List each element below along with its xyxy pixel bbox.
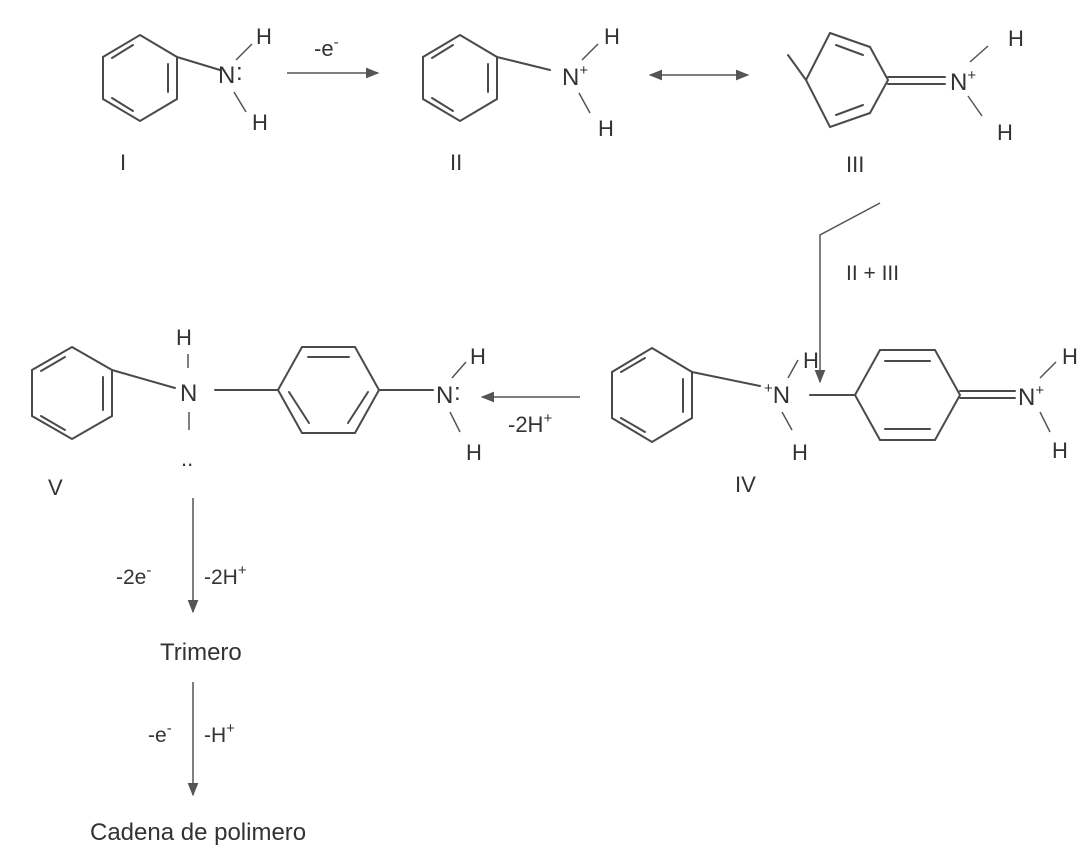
compound-iv-n2: N+ bbox=[1018, 382, 1044, 411]
compound-ii-nitrogen: N+ bbox=[562, 62, 588, 91]
compound-ii-nh-bond-top bbox=[581, 43, 599, 61]
compound-v-n2-h-bond-top bbox=[451, 361, 467, 379]
compound-iv-double-bond bbox=[620, 357, 646, 373]
compound-v: H N .. N : H H V bbox=[31, 325, 486, 500]
compound-v-double-bond bbox=[288, 391, 310, 424]
compound-i-lone-pair: : bbox=[236, 59, 243, 86]
arrow-coupling-label: II + III bbox=[846, 262, 899, 285]
compound-v-dots: .. bbox=[181, 446, 193, 471]
arrow-to-trimer-left-label: -2e- bbox=[116, 562, 151, 589]
compound-ii-nh-bond-bottom bbox=[578, 92, 591, 114]
compound-iii-quinoid-ring bbox=[804, 32, 890, 129]
trimer-label: Trimero bbox=[160, 639, 242, 666]
compound-iv-label: IV bbox=[735, 472, 756, 497]
compound-i: N : H H I bbox=[102, 24, 272, 175]
compound-ii-double-bond bbox=[431, 97, 454, 112]
arrow-oxidation-label: -e- bbox=[314, 34, 339, 61]
compound-iv-n2-h-bond-bottom bbox=[1039, 411, 1051, 433]
compound-ii-label: II bbox=[450, 150, 462, 175]
compound-i-benzene-ring bbox=[102, 33, 178, 123]
compound-iii-label: III bbox=[846, 152, 864, 177]
compound-iv-n2-h-bottom: H bbox=[1052, 438, 1068, 463]
compound-v-nh-h: H bbox=[176, 325, 192, 350]
compound-ii: N+ H H II bbox=[422, 24, 620, 175]
arrow-to-polymer-left-label: -e- bbox=[148, 720, 172, 747]
compound-ii-h-top: H bbox=[604, 24, 620, 49]
compound-iv-n1-h-bottom: H bbox=[792, 440, 808, 465]
arrow-to-polymer-right-label: -H+ bbox=[204, 720, 235, 747]
compound-v-n2-h-bond-bottom bbox=[449, 411, 461, 433]
compound-iv-n1: +N bbox=[764, 380, 790, 409]
compound-ii-h-bottom: H bbox=[598, 116, 614, 141]
polymer-label: Cadena de polimero bbox=[90, 819, 306, 846]
compound-iv-c-n-bond bbox=[691, 371, 761, 387]
arrow-to-trimer-right-label: -2H+ bbox=[204, 562, 247, 589]
compound-iii: N+ H H III bbox=[787, 26, 1024, 177]
arrow-deprotonation-label: -2H+ bbox=[508, 410, 552, 437]
compound-iii-nh-bond-top bbox=[969, 45, 989, 63]
compound-i-nh-bond-top bbox=[235, 43, 253, 61]
compound-iv-n1-h-top: H bbox=[803, 348, 819, 373]
compound-ii-c-n-bond bbox=[496, 56, 551, 71]
compound-v-label: V bbox=[48, 475, 63, 500]
compound-iv: +N H H N+ H H IV bbox=[611, 344, 1078, 497]
compound-iv-n1-h-bond-top bbox=[787, 359, 799, 379]
compound-iii-radical-bond bbox=[787, 54, 807, 81]
compound-iv-n1-h-bond-bottom bbox=[781, 411, 793, 431]
compound-iii-double-bond bbox=[835, 44, 864, 56]
compound-iv-quinoid-ring bbox=[854, 349, 962, 441]
compound-iii-double-bond bbox=[835, 104, 864, 116]
compound-i-nh-bond-bottom bbox=[233, 91, 247, 113]
compound-v-nitrogen: N bbox=[180, 380, 197, 407]
compound-ii-benzene-ring bbox=[422, 33, 498, 123]
compound-ii-double-bond bbox=[431, 44, 454, 59]
compound-v-benzene-ring-right bbox=[276, 346, 381, 434]
compound-v-n2-h-top: H bbox=[470, 344, 486, 369]
compound-v-double-bond bbox=[347, 391, 369, 424]
compound-i-h-top: H bbox=[256, 24, 272, 49]
compound-iii-h-bottom: H bbox=[997, 120, 1013, 145]
compound-v-double-bond bbox=[40, 356, 66, 372]
arrow-coupling-line bbox=[814, 202, 881, 384]
compound-v-n2-h-bottom: H bbox=[466, 440, 482, 465]
compound-iii-nitrogen: N+ bbox=[950, 67, 976, 96]
compound-i-label: I bbox=[120, 150, 126, 175]
compound-v-benzene-ring-left bbox=[31, 345, 113, 441]
arrow-deprotonation: -2H+ bbox=[480, 391, 580, 437]
compound-v-n2: N bbox=[436, 382, 453, 409]
compound-iv-n2-h-bond-top bbox=[1039, 361, 1057, 379]
compound-iv-benzene-ring bbox=[611, 346, 693, 444]
compound-iv-double-bond bbox=[620, 417, 646, 433]
compound-v-double-bond bbox=[40, 415, 66, 431]
compound-i-nitrogen: N bbox=[218, 62, 235, 89]
compound-i-h-bottom: H bbox=[252, 110, 268, 135]
compound-i-c-n-bond bbox=[176, 56, 221, 71]
compound-iv-n2-h-top: H bbox=[1062, 344, 1078, 369]
compound-iii-h-top: H bbox=[1008, 26, 1024, 51]
compound-iii-nh-bond-bottom bbox=[967, 95, 983, 117]
arrow-to-trimer: -2e- -2H+ bbox=[116, 498, 247, 614]
compound-v-lone-pair: : bbox=[454, 379, 461, 406]
arrow-coupling: II + III bbox=[814, 202, 899, 384]
arrow-to-polymer: -e- -H+ bbox=[148, 682, 235, 797]
compound-v-c-n-bond bbox=[111, 369, 176, 389]
arrow-oxidation: -e- bbox=[287, 34, 380, 79]
compound-i-double-bond bbox=[111, 97, 134, 112]
compound-i-double-bond bbox=[111, 44, 134, 59]
